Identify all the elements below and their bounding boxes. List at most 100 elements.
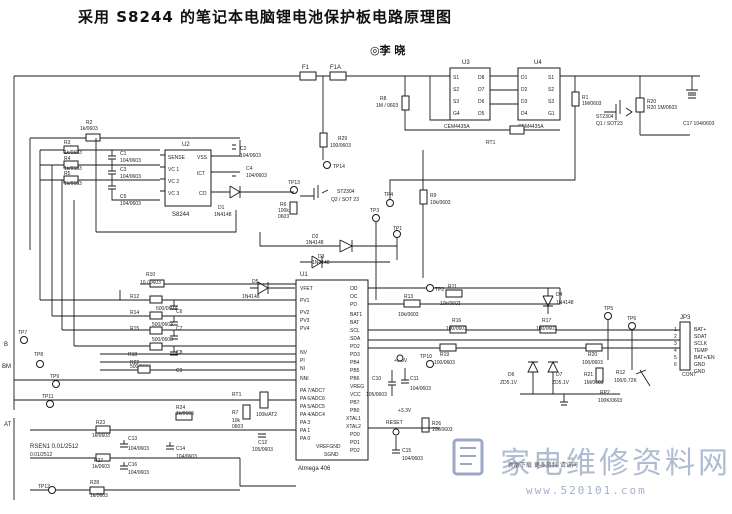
svg-text:R2: R2 (86, 120, 93, 126)
svg-text:PD: PD (350, 302, 357, 308)
svg-text:D1: D1 (218, 205, 225, 211)
svg-text:R3: R3 (64, 140, 71, 146)
svg-text:TP2: TP2 (435, 287, 444, 293)
svg-text:G1: G1 (548, 111, 555, 117)
svg-text:ST2304: ST2304 (596, 114, 614, 120)
svg-text:100/0603: 100/0603 (330, 143, 351, 149)
svg-text:R20: R20 (588, 352, 597, 358)
author-label: ◎李 晓 (370, 44, 406, 57)
svg-text:G4: G4 (453, 111, 460, 117)
svg-text:C3: C3 (120, 167, 127, 173)
mosfet-q2: ST2304 Q2 / SOT 23 (300, 185, 359, 203)
svg-text:10k/0603: 10k/0603 (430, 200, 451, 206)
svg-text:C8: C8 (176, 350, 183, 356)
svg-text:1k/0603: 1k/0603 (176, 411, 194, 417)
svg-text:D6: D6 (508, 372, 515, 378)
watermark-logo: 家电维修资料网 新版下载 更多资料 请访问 www.520101.com (452, 436, 728, 508)
svg-text:D2: D2 (312, 234, 319, 240)
svg-text:PV2: PV2 (300, 310, 310, 316)
svg-text:B: B (4, 342, 8, 348)
svg-text:1N4148: 1N4148 (312, 260, 330, 266)
svg-text:R27: R27 (94, 458, 103, 464)
svg-text:TP7: TP7 (18, 330, 27, 336)
svg-text:PA 1: PA 1 (300, 428, 310, 434)
svg-text:PB6: PB6 (350, 376, 360, 382)
svg-text:R20 1M/0603: R20 1M/0603 (647, 105, 677, 111)
svg-text:BAT+/EN: BAT+/EN (694, 355, 715, 361)
svg-text:VREFGND: VREFGND (316, 444, 341, 450)
svg-text:D7: D7 (556, 372, 563, 378)
svg-text:XTAL1: XTAL1 (346, 416, 361, 422)
svg-text:+3.3V: +3.3V (398, 408, 412, 414)
svg-text:ICT: ICT (197, 171, 205, 177)
svg-text:C2: C2 (240, 146, 247, 152)
svg-text:S1: S1 (548, 75, 554, 81)
svg-text:R14: R14 (130, 310, 139, 316)
svg-text:D8: D8 (478, 75, 485, 81)
svg-text:CEM4435A: CEM4435A (444, 124, 470, 130)
svg-text:R12: R12 (130, 294, 139, 300)
svg-text:500/0603: 500/0603 (152, 322, 173, 328)
svg-text:104/0603: 104/0603 (246, 173, 267, 179)
svg-text:5: 5 (674, 355, 677, 361)
svg-text:R28: R28 (90, 480, 99, 486)
svg-text:PD2: PD2 (350, 448, 360, 454)
svg-text:R24: R24 (176, 405, 185, 411)
svg-text:TP3: TP3 (370, 208, 379, 214)
svg-text:1: 1 (674, 327, 677, 333)
svg-text:TP6: TP6 (627, 316, 636, 322)
svg-text:XTAL2: XTAL2 (346, 424, 361, 430)
svg-text:F1: F1 (302, 65, 310, 71)
svg-text:PB7: PB7 (350, 400, 360, 406)
svg-text:1M/0603: 1M/0603 (584, 380, 604, 386)
svg-text:BAT+: BAT+ (694, 327, 706, 333)
svg-text:D6: D6 (478, 99, 485, 105)
svg-text:1k/0603: 1k/0603 (64, 181, 82, 187)
svg-text:100/0603: 100/0603 (434, 360, 455, 366)
svg-text:OC: OC (350, 294, 358, 300)
svg-text:104/0603: 104/0603 (402, 456, 423, 462)
svg-text:R1: R1 (582, 95, 589, 101)
svg-text:R10: R10 (146, 272, 155, 278)
svg-text:0603: 0603 (232, 424, 243, 430)
svg-text:PA 7/ADC7: PA 7/ADC7 (300, 388, 325, 394)
svg-text:U3: U3 (462, 60, 470, 66)
svg-text:PV1: PV1 (300, 298, 310, 304)
svg-text:104/0603: 104/0603 (240, 153, 261, 159)
svg-text:TP1: TP1 (393, 226, 402, 232)
svg-text:D5: D5 (478, 111, 485, 117)
svg-text:PA 4/ADC4: PA 4/ADC4 (300, 412, 325, 418)
svg-text:R19: R19 (440, 352, 449, 358)
svg-text:C10: C10 (372, 376, 381, 382)
svg-text:CON7: CON7 (682, 372, 696, 378)
chip-u2: U2 S8244 SENSE VC 1 VC 2 VC 3 VSS ICT CO (164, 142, 212, 218)
svg-text:CEM4435A: CEM4435A (518, 124, 544, 130)
svg-text:RT1: RT1 (486, 140, 496, 146)
svg-text:PD3: PD3 (350, 352, 360, 358)
svg-text:R6: R6 (280, 202, 287, 208)
svg-text:R22: R22 (130, 360, 139, 366)
svg-text:RT1: RT1 (232, 392, 242, 398)
fuse-f1a: F1A (329, 65, 347, 81)
svg-text:PA 3: PA 3 (300, 420, 310, 426)
svg-text:S8244: S8244 (172, 212, 190, 218)
svg-text:C9: C9 (176, 368, 183, 374)
svg-text:CO: CO (199, 191, 207, 197)
svg-text:RP2: RP2 (600, 390, 610, 396)
svg-text:D2: D2 (521, 87, 528, 93)
svg-text:SDAT: SDAT (694, 334, 707, 340)
svg-text:NI: NI (300, 366, 305, 372)
svg-text:0603: 0603 (278, 214, 289, 220)
svg-text:1k/0603: 1k/0603 (92, 464, 110, 470)
svg-text:VCC: VCC (350, 392, 361, 398)
svg-text:NV: NV (300, 350, 308, 356)
svg-text:SCLK: SCLK (694, 341, 708, 347)
svg-text:C16: C16 (128, 462, 137, 468)
svg-text:D3: D3 (521, 99, 528, 105)
svg-text:100k/AT2: 100k/AT2 (256, 412, 277, 418)
svg-text:R5: R5 (64, 171, 71, 177)
svg-text:VFET: VFET (300, 286, 313, 292)
svg-text:104/0603: 104/0603 (128, 446, 149, 452)
svg-text:0.01/2512: 0.01/2512 (30, 452, 52, 458)
